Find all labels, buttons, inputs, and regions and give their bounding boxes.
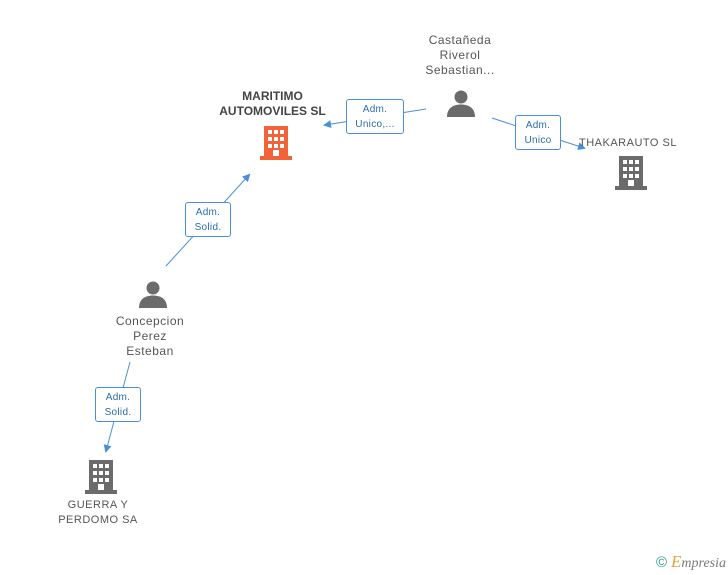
edge-label-line: Adm. (195, 207, 221, 218)
person-icon[interactable] (138, 280, 168, 308)
edge-label-line: Solid. (194, 222, 222, 233)
person-icon[interactable] (446, 89, 476, 117)
edge-label-line: Adm. (105, 392, 131, 403)
footer-brand: © Empresia (655, 552, 726, 574)
edge-label-line: Adm. (525, 120, 551, 131)
copyright-symbol: © (655, 554, 668, 571)
edge-label-line: Unico,... (355, 119, 395, 130)
company-name-maritimo[interactable]: MARITIMO AUTOMOVILES SL (219, 89, 326, 118)
brand-rest: mpresia (681, 556, 726, 571)
building-icon[interactable] (615, 156, 647, 190)
building-icon[interactable] (85, 460, 117, 494)
brand-initial: E (671, 552, 682, 571)
edge-label-line: Adm. (362, 104, 388, 115)
company-name-thakarauto[interactable]: THAKARAUTO SL (579, 137, 677, 149)
company-name-guerra[interactable]: GUERRA Y PERDOMO SA (58, 499, 138, 526)
person-name-castaneda[interactable]: Castañeda Riverol Sebastian... (425, 33, 495, 77)
edge-label-line: Solid. (104, 407, 132, 418)
edge-label-concepcion-guerra[interactable]: Adm. Solid. (95, 387, 141, 422)
building-icon[interactable] (260, 126, 292, 160)
edge-label-line: Unico (524, 135, 552, 146)
edge-label-concepcion-maritimo[interactable]: Adm. Solid. (185, 202, 231, 237)
person-name-concepcion[interactable]: Concepcion Perez Esteban (115, 314, 185, 358)
brand-logo[interactable]: Empresia (671, 552, 726, 574)
edge-label-castaneda-thakarauto[interactable]: Adm. Unico (515, 115, 561, 150)
edge-label-castaneda-maritimo[interactable]: Adm. Unico,... (346, 99, 404, 134)
